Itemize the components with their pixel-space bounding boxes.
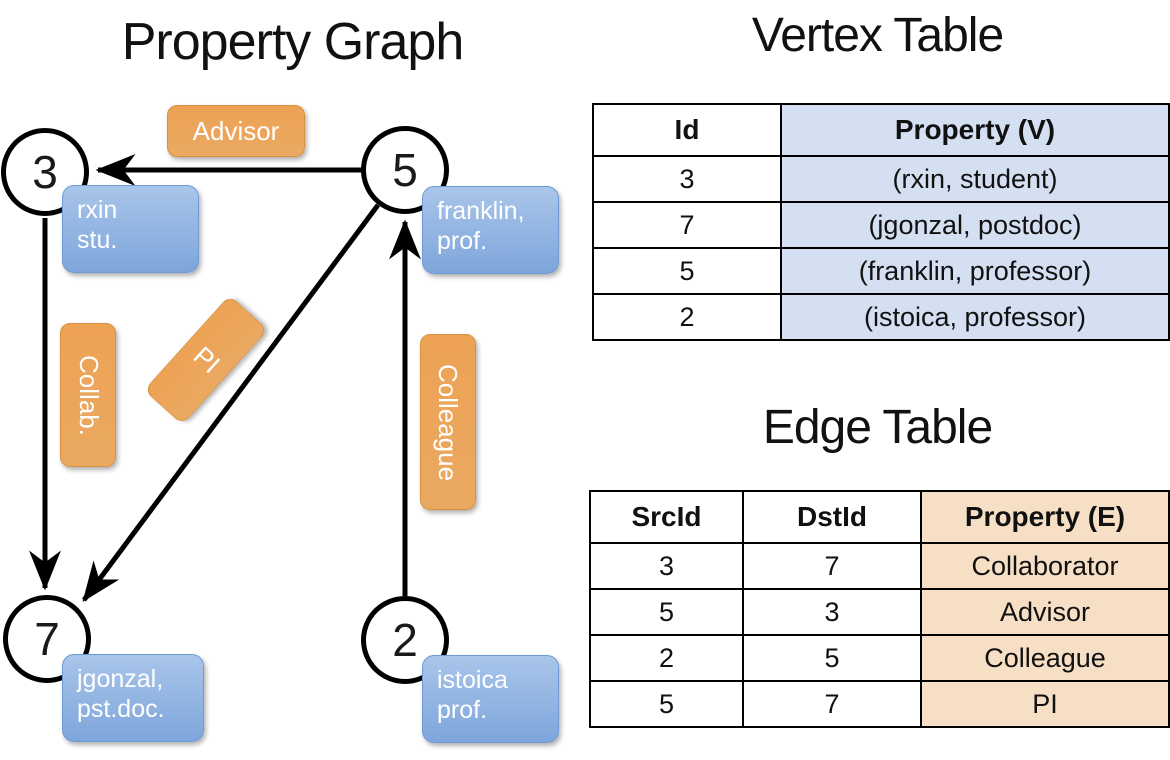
edge-label-collab[interactable]: Collab. (60, 323, 116, 467)
vertex-cell-property: (rxin, student) (780, 155, 1170, 203)
node-property-line-1: jgonzal, (77, 665, 164, 693)
table-row[interactable]: 5 (franklin, professor) (592, 247, 1170, 295)
node-property-line-2: prof. (437, 226, 488, 255)
vertex-cell-id: 5 (592, 247, 782, 295)
edge-cell-dstid: 3 (742, 588, 922, 636)
node-property-line-2: stu. (77, 225, 118, 254)
edge-cell-dstid: 5 (742, 634, 922, 682)
graph-node-7-label: 7 (34, 613, 60, 665)
vertex-table: Id Property (V) 3 (rxin, student) 7 (jgo… (592, 103, 1170, 341)
edge-cell-dstid: 7 (742, 680, 922, 728)
edge-5-to-7 (81, 203, 381, 603)
edge-label-advisor[interactable]: Advisor (167, 105, 305, 157)
node-property-line-1: franklin, (437, 197, 525, 225)
node-property-line-2: pst.doc. (77, 694, 165, 723)
page-title-vertex-table: Vertex Table (751, 9, 1004, 62)
edge-table-header-dstid: DstId (742, 490, 922, 544)
edge-cell-srcid: 5 (589, 680, 744, 728)
node-property-box-rxin[interactable]: rxin stu. (62, 185, 199, 273)
edge-table-header-row: SrcId DstId Property (E) (589, 490, 1170, 544)
edge-table-header-property: Property (E) (920, 490, 1170, 544)
table-row[interactable]: 5 3 Advisor (589, 588, 1170, 636)
table-row[interactable]: 2 5 Colleague (589, 634, 1170, 682)
node-property-box-jgonzal[interactable]: jgonzal, pst.doc. (62, 654, 204, 742)
table-row[interactable]: 3 (rxin, student) (592, 155, 1170, 203)
vertex-cell-id: 3 (592, 155, 782, 203)
edge-label-colleague[interactable]: Colleague (420, 334, 476, 510)
property-graph-diagram: 3 5 7 2 rxin stu. franklin, prof. jgonza… (1, 105, 559, 743)
edge-cell-srcid: 3 (589, 542, 744, 590)
vertex-cell-property: (franklin, professor) (780, 247, 1170, 295)
vertex-table-header-row: Id Property (V) (592, 103, 1170, 157)
edge-label-collab-text: Collab. (73, 354, 104, 436)
edge-cell-property: Collaborator (920, 542, 1170, 590)
graph-node-5-label: 5 (392, 144, 418, 196)
node-property-line-1: rxin (77, 196, 118, 224)
edge-table: SrcId DstId Property (E) 3 7 Collaborato… (589, 490, 1170, 728)
vertex-table-header-property: Property (V) (780, 103, 1170, 157)
table-row[interactable]: 3 7 Collaborator (589, 542, 1170, 590)
edge-label-advisor-text: Advisor (192, 115, 280, 146)
edge-cell-srcid: 5 (589, 588, 744, 636)
table-row[interactable]: 5 7 PI (589, 680, 1170, 728)
page-title-property-graph: Property Graph (121, 13, 465, 71)
vertex-table-header-id: Id (592, 103, 782, 157)
vertex-cell-id: 2 (592, 293, 782, 341)
edge-cell-property: Advisor (920, 588, 1170, 636)
edge-cell-property: PI (920, 680, 1170, 728)
edge-table-header-srcid: SrcId (589, 490, 744, 544)
edge-cell-property: Colleague (920, 634, 1170, 682)
node-property-line-2: prof. (437, 695, 488, 724)
node-property-line-1: istoica (437, 666, 508, 694)
edge-label-pi-text: PI (187, 340, 226, 380)
page-title-edge-table: Edge Table (762, 401, 993, 454)
graph-node-2[interactable]: 2 (361, 596, 449, 684)
vertex-cell-property: (istoica, professor) (780, 293, 1170, 341)
graph-node-3-label: 3 (32, 146, 58, 198)
edge-label-colleague-text: Colleague (433, 363, 464, 481)
graph-node-2-label: 2 (392, 614, 418, 666)
edge-cell-dstid: 7 (742, 542, 922, 590)
table-row[interactable]: 7 (jgonzal, postdoc) (592, 201, 1170, 249)
node-property-box-istoica[interactable]: istoica prof. (422, 655, 559, 743)
edge-cell-srcid: 2 (589, 634, 744, 682)
node-property-box-franklin[interactable]: franklin, prof. (422, 186, 559, 274)
vertex-cell-property: (jgonzal, postdoc) (780, 201, 1170, 249)
vertex-cell-id: 7 (592, 201, 782, 249)
graph-node-5[interactable]: 5 (361, 126, 449, 214)
graph-edge-arrows (29, 154, 421, 603)
table-row[interactable]: 2 (istoica, professor) (592, 293, 1170, 341)
